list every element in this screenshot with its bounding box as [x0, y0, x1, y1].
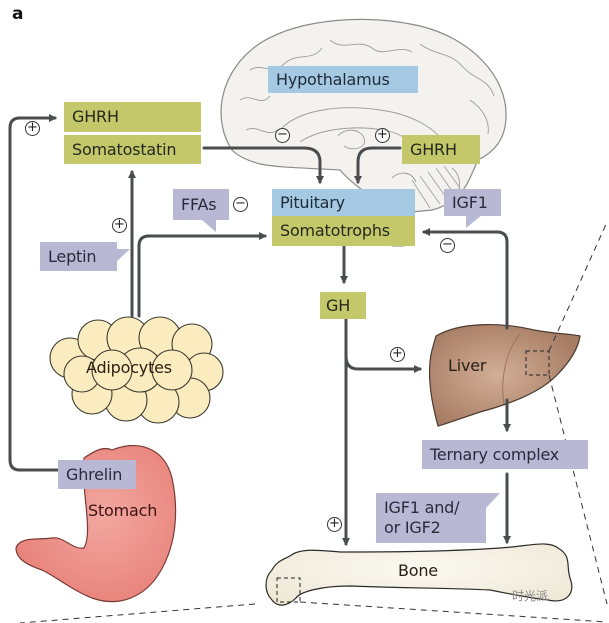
plus-sign-bone: + [327, 517, 342, 532]
somatostatin-label: Somatostatin [64, 135, 201, 164]
watermark: 时光派 [512, 589, 549, 603]
igf1-igf2-label: IGF1 and/ or IGF2 [376, 493, 486, 543]
ffas-label: FFAs [173, 189, 229, 220]
arrow-ghrh-to-pituitary [354, 146, 402, 184]
liver-illustration [428, 324, 581, 427]
minus-sign-igf1: − [440, 238, 455, 253]
igf1-igf2-line1: IGF1 and/ [384, 498, 460, 517]
plus-sign-liver: + [390, 347, 405, 362]
arrow-somatostatin-to-pituitary [202, 146, 324, 184]
panel-label: a [12, 4, 24, 24]
adipocytes-label: Adipocytes [86, 358, 172, 377]
ghrh-left-label: GHRH [64, 102, 201, 132]
bone-label: Bone [398, 561, 438, 580]
plus-sign-ghrh: + [375, 128, 390, 143]
arrows [8, 114, 511, 546]
bone-illustration [265, 543, 573, 606]
hypothalamus-label: Hypothalamus [268, 66, 418, 93]
adipocytes-illustration [49, 316, 224, 424]
brain-outline [220, 18, 507, 216]
igf1-label: IGF1 [444, 189, 501, 216]
arrow-ghrelin-to-ghrh [8, 114, 64, 472]
arrow-igf1-feedback [422, 228, 509, 330]
arrow-gh-to-liver [344, 354, 422, 373]
minus-sign-somatostatin: − [275, 128, 290, 143]
leptin-label: Leptin [40, 242, 117, 271]
liver-zoom-box [525, 350, 550, 376]
plus-sign-ghrelin: + [25, 121, 40, 136]
ghrelin-label: Ghrelin [58, 460, 136, 489]
arrow-ffas-to-somatotrophs [137, 232, 267, 318]
pituitary-label: Pituitary [272, 189, 415, 216]
plus-sign-leptin: + [112, 218, 127, 233]
somatotrophs-label: Somatotrophs [272, 216, 415, 246]
liver-lobe-line [502, 333, 521, 405]
gh-label: GH [320, 292, 366, 319]
minus-sign-ffas: − [233, 197, 248, 212]
igf1-igf2-line2: or IGF2 [384, 518, 441, 537]
ternary-complex-label: Ternary complex [422, 440, 588, 469]
stomach-label: Stomach [88, 501, 158, 520]
callout-tails [116, 215, 500, 508]
bone-zoom-box [276, 577, 301, 603]
ghrh-right-label: GHRH [402, 135, 480, 164]
liver-label: Liver [448, 356, 487, 375]
zoom-guide-lines [19, 221, 608, 623]
